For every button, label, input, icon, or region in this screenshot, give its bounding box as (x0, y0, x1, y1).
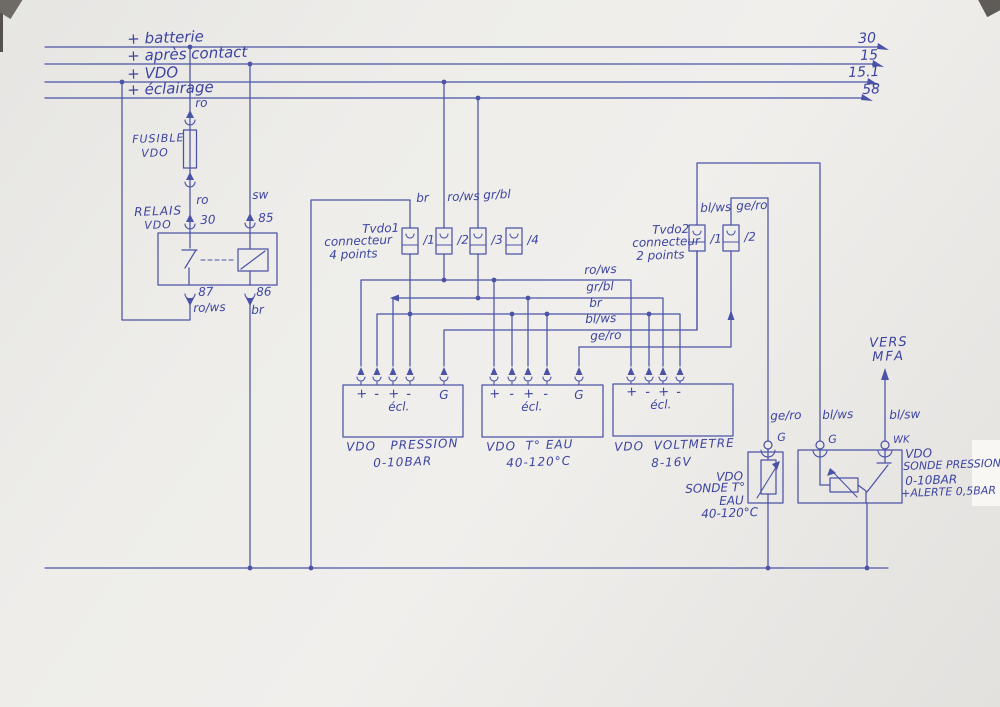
connector-tvdo2 (688, 162, 821, 442)
fuse-circuit (182, 46, 198, 234)
bus-br (376, 313, 681, 367)
wire-ge-ro-to-temp-sender (730, 197, 769, 442)
relay (121, 63, 278, 569)
wire-br-to-ground (310, 199, 411, 569)
bus-ge-ro (578, 250, 732, 367)
sender-pression (797, 368, 903, 569)
bus-bl-ws (443, 250, 698, 367)
gauge-temp-eau (481, 367, 604, 438)
wire-87-to-vdo-rail (121, 81, 191, 321)
gauge-pression (342, 367, 464, 438)
mfa-arrow (881, 368, 889, 380)
relay-contact (181, 232, 198, 286)
power-rails (44, 43, 889, 101)
gauge-voltmetre (612, 367, 734, 437)
wire-bl-ws-to-pressure-sender (696, 162, 821, 442)
ground-bus (44, 565, 889, 571)
pressure-alert-switch (866, 448, 892, 493)
sender-temp-eau (747, 440, 784, 569)
connector-tvdo1 (310, 81, 523, 569)
paper-patch (972, 440, 1000, 506)
relay-coil (237, 248, 269, 272)
bus-ro-ws (360, 279, 632, 367)
fuse-symbol (182, 129, 198, 169)
relay-body (157, 232, 278, 286)
scan-edge-artifact (0, 0, 3, 52)
pressure-resistor (829, 477, 859, 493)
bus-wires (360, 250, 735, 367)
